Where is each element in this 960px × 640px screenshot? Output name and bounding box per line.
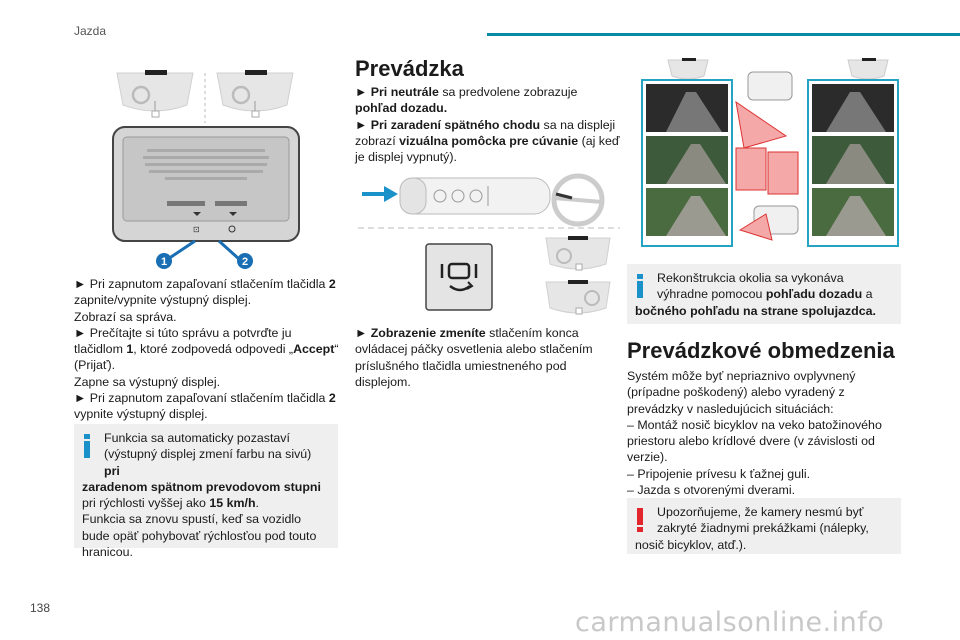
info-icon [637, 274, 643, 298]
callout-1-label: 1 [161, 256, 167, 268]
lighting-stalk-icon [399, 177, 551, 215]
col3-limitations: Systém môže byť nepriaznivo ovplyvnený (… [627, 369, 882, 498]
col2-change-view: ► Zobrazenie zmeníte stlačením konca ovl… [355, 326, 593, 389]
right-screen-frame [807, 79, 899, 247]
warning-icon [637, 508, 643, 532]
vehicle-camera-zones-icon [735, 71, 799, 241]
section-title-obmedzenia: Prevádzkové obmedzenia [627, 338, 895, 363]
col2-intro: ► Pri neutrále sa predvolene zobrazuje p… [355, 85, 620, 165]
camera-views-illustration [641, 58, 899, 247]
mirror-small-bottom-icon [545, 280, 611, 315]
steering-wheel-icon [551, 173, 605, 227]
running-header: Jazda [74, 24, 107, 38]
info-note-col3: Rekonštrukcia okolia sa vykonáva výhradn… [627, 264, 901, 324]
callout-2-label: 2 [242, 256, 248, 268]
mirror-small-top-icon [545, 236, 611, 271]
mirror-left-icon [116, 70, 194, 118]
view-toggle-button-icon [425, 243, 493, 311]
page-number: 138 [30, 601, 51, 615]
header-accent-bar [487, 33, 960, 36]
mirror-right-icon [216, 70, 294, 118]
info-note-col1: Funkcia sa automaticky pozastaví (výstup… [74, 424, 338, 559]
info-icon [84, 434, 90, 458]
watermark-text: carmanualsonline.info [575, 607, 885, 638]
lever-button-illustration [358, 173, 620, 315]
rear-display-screen: ⊡ [112, 126, 300, 242]
svg-text:⊡: ⊡ [193, 225, 200, 234]
right-camera-screens [812, 84, 894, 236]
col1-instructions: ► Pri zapnutom zapaľovaní stlačením tlač… [74, 277, 339, 422]
callout-1-marker [156, 253, 172, 269]
section-title-prevadzka: Prevádzka [355, 56, 464, 81]
left-camera-screens [646, 84, 728, 236]
warning-note-col3: Upozorňujeme, že kamery nesmú byť zakryt… [627, 498, 901, 554]
left-screen-frame [641, 79, 733, 247]
display-illustration: ⊡ 1 2 [112, 70, 300, 269]
callout-2-marker [237, 253, 253, 269]
